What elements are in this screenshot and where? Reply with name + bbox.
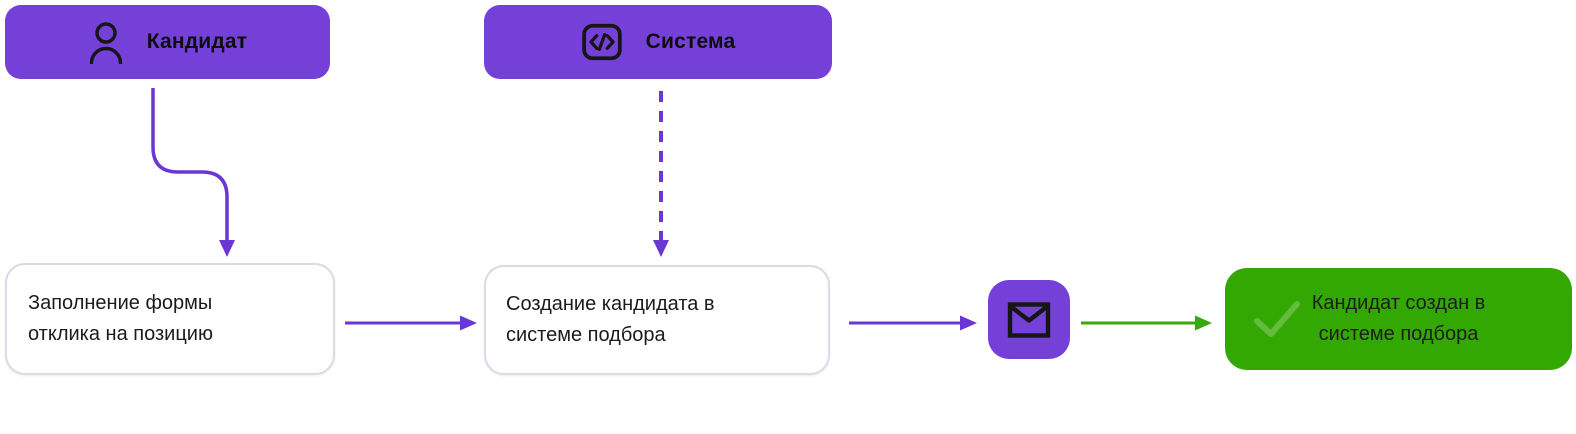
step-fill-form: Заполнение формы отклика на позицию	[5, 263, 335, 375]
code-icon	[581, 23, 622, 61]
arrow-system-to-create	[653, 91, 669, 257]
check-icon	[1254, 301, 1300, 337]
mail-icon	[1007, 301, 1051, 338]
arrow-form-to-create	[345, 315, 477, 331]
actor-system: Система	[484, 5, 832, 79]
actor-candidate-label: Кандидат	[146, 30, 248, 53]
arrow-candidate-to-form	[151, 88, 235, 257]
arrow-mail-to-result	[1081, 315, 1212, 331]
result-node: Кандидат создан в системе подбора	[1225, 268, 1572, 370]
step-fill-form-label: Заполнение формы отклика на позицию	[28, 292, 213, 345]
actor-candidate: Кандидат	[5, 5, 330, 79]
person-icon	[89, 21, 122, 64]
actor-system-label: Система	[645, 30, 736, 53]
step-create-candidate-label: Создание кандидата в системе подбора	[506, 293, 715, 346]
step-create-candidate: Создание кандидата в системе подбора	[484, 265, 830, 375]
result-label: Кандидат создан в системе подбора	[1311, 292, 1486, 345]
arrow-create-to-mail	[849, 315, 977, 331]
notification-node	[988, 280, 1070, 359]
